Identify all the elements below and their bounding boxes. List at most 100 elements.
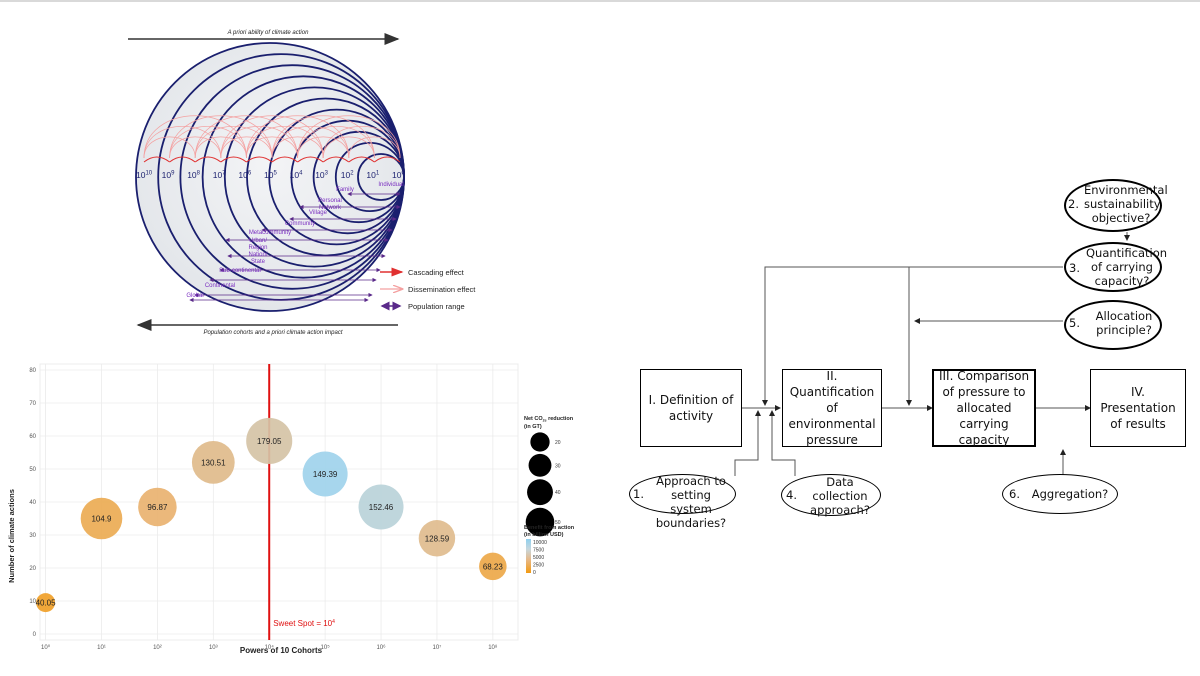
bubble-label: 130.51	[201, 458, 226, 467]
bubble-label: 149.39	[313, 470, 338, 479]
power-label-4: 104	[290, 170, 303, 180]
question-6-text: Aggregation?	[1031, 487, 1109, 501]
question-4-number: 4.	[786, 488, 797, 502]
top-arrow-label: A priori ability of climate action	[227, 30, 309, 36]
cascade-arc	[297, 156, 324, 163]
question-6-number: 6.	[1009, 487, 1020, 501]
concentric-circles	[135, 42, 405, 312]
dissemination-arc	[322, 136, 375, 159]
size-legend-value: 40	[555, 490, 561, 496]
power-exponent: 5	[273, 171, 277, 177]
y-tick-label: 50	[29, 467, 36, 473]
size-legend-title-b: reduction	[547, 416, 574, 422]
power-base: 10	[315, 170, 325, 180]
power-label-1: 101	[366, 170, 379, 180]
power-base: 10	[162, 170, 172, 180]
size-legend-title: Net CO2e reduction	[524, 416, 574, 423]
power-base: 10	[187, 170, 197, 180]
question-4-data-collection: 4. Data collection approach?	[781, 474, 881, 517]
cohort-label: Nation/State	[248, 252, 267, 265]
power-exponent: 0	[401, 171, 405, 177]
y-tick-label: 40	[29, 500, 36, 506]
flowchart-connectors	[734, 232, 1130, 482]
step-1-definition-of-activity: I. Definition of activity	[640, 369, 742, 447]
power-base: 10	[136, 170, 146, 180]
x-tick-label: 10⁵	[321, 644, 331, 651]
question-1-system-boundaries: 1. Approach to setting system boundaries…	[629, 474, 736, 530]
bubbles: 40.05104.996.87130.51179.05149.39152.461…	[36, 417, 507, 613]
color-legend-title: Benefit from action	[524, 525, 575, 531]
x-tick-label: 10²	[153, 645, 162, 651]
size-legend-subtitle: (in GT)	[524, 424, 542, 430]
legend-dissemination-label: Dissemination effect	[408, 285, 476, 294]
y-tick-label: 80	[29, 368, 36, 374]
power-exponent: 9	[171, 171, 175, 177]
bubble-label: 179.05	[257, 437, 282, 446]
question-1-text: Approach to setting system boundaries?	[655, 474, 727, 530]
size-legend-value: 50	[555, 520, 561, 526]
color-legend-value: 5000	[533, 555, 544, 561]
color-legend-value: 0	[533, 570, 536, 576]
dissemination-arc	[246, 136, 298, 159]
step-3-comparison-to-carrying-capacity: III. Comparison of pressure to allocated…	[932, 369, 1036, 447]
color-legend-bar	[526, 539, 531, 573]
x-tick-label: 10⁸	[488, 644, 498, 651]
dissemination-arc	[246, 115, 350, 159]
cohort-label-line: Urban/	[249, 238, 267, 244]
line-q3	[762, 266, 1063, 406]
bubble-label: 152.46	[369, 503, 394, 512]
bubble	[191, 441, 235, 484]
y-tick-label: 60	[29, 434, 36, 440]
dissemination-arc	[194, 115, 298, 159]
flow-lines	[734, 232, 1130, 482]
power-label-3: 103	[315, 170, 328, 180]
bubble	[358, 484, 404, 530]
cascade-arc	[169, 156, 196, 163]
power-exponent: 4	[299, 171, 303, 177]
power-exponent: 1	[376, 171, 380, 177]
power-base: 10	[366, 170, 376, 180]
x-tick-label: 10⁶	[376, 644, 386, 651]
power-exponent: 2	[350, 171, 354, 177]
bubble-chart: Number of climate actions Powers of 10 C…	[7, 363, 575, 655]
bubble	[479, 552, 507, 581]
x-tick-label: 10⁰	[41, 644, 51, 651]
cohort-label: Village	[309, 210, 328, 216]
dissemination-arc	[220, 115, 324, 159]
cascade-arc	[374, 156, 401, 163]
question-4-text: Data collection approach?	[810, 475, 870, 517]
cascade-arc	[220, 156, 247, 163]
question-3-carrying-capacity: 3. Quantification of carrying capacity?	[1064, 242, 1167, 292]
size-legend-title-a: Net CO	[524, 416, 543, 422]
power-exponent: 7	[222, 171, 226, 177]
power-label-0: 100	[392, 170, 405, 180]
question-2-text: Environmental sustainability objective?	[1084, 183, 1168, 225]
question-2-sustainability-objective: 2. Environmental sustainability objectiv…	[1064, 179, 1168, 232]
cascade-arc	[348, 156, 375, 163]
question-3-number: 3.	[1069, 261, 1080, 275]
cohort-circle-0	[357, 153, 405, 201]
top-rule	[0, 0, 1200, 2]
cascade-arc	[246, 156, 273, 163]
dissemination-arc	[194, 136, 247, 159]
x-tick-label: 10⁴	[265, 644, 275, 651]
bubble-label: 96.87	[147, 503, 168, 512]
question-2-number: 2.	[1068, 197, 1079, 211]
legend-population-label: Population range	[408, 302, 465, 311]
size-legend-bubble	[525, 507, 555, 537]
power-label-10: 1010	[136, 170, 153, 180]
legend-cascade-label: Cascading effect	[408, 268, 465, 277]
cohort-label: Global	[186, 293, 203, 299]
line-q4	[769, 410, 796, 476]
dissemination-arc	[143, 115, 247, 159]
question-5-number: 5.	[1069, 316, 1080, 330]
cohort-label: Continental	[205, 283, 235, 289]
bubble-label: 40.05	[36, 599, 57, 608]
cascade-arc	[143, 156, 170, 163]
power-base: 10	[392, 170, 402, 180]
